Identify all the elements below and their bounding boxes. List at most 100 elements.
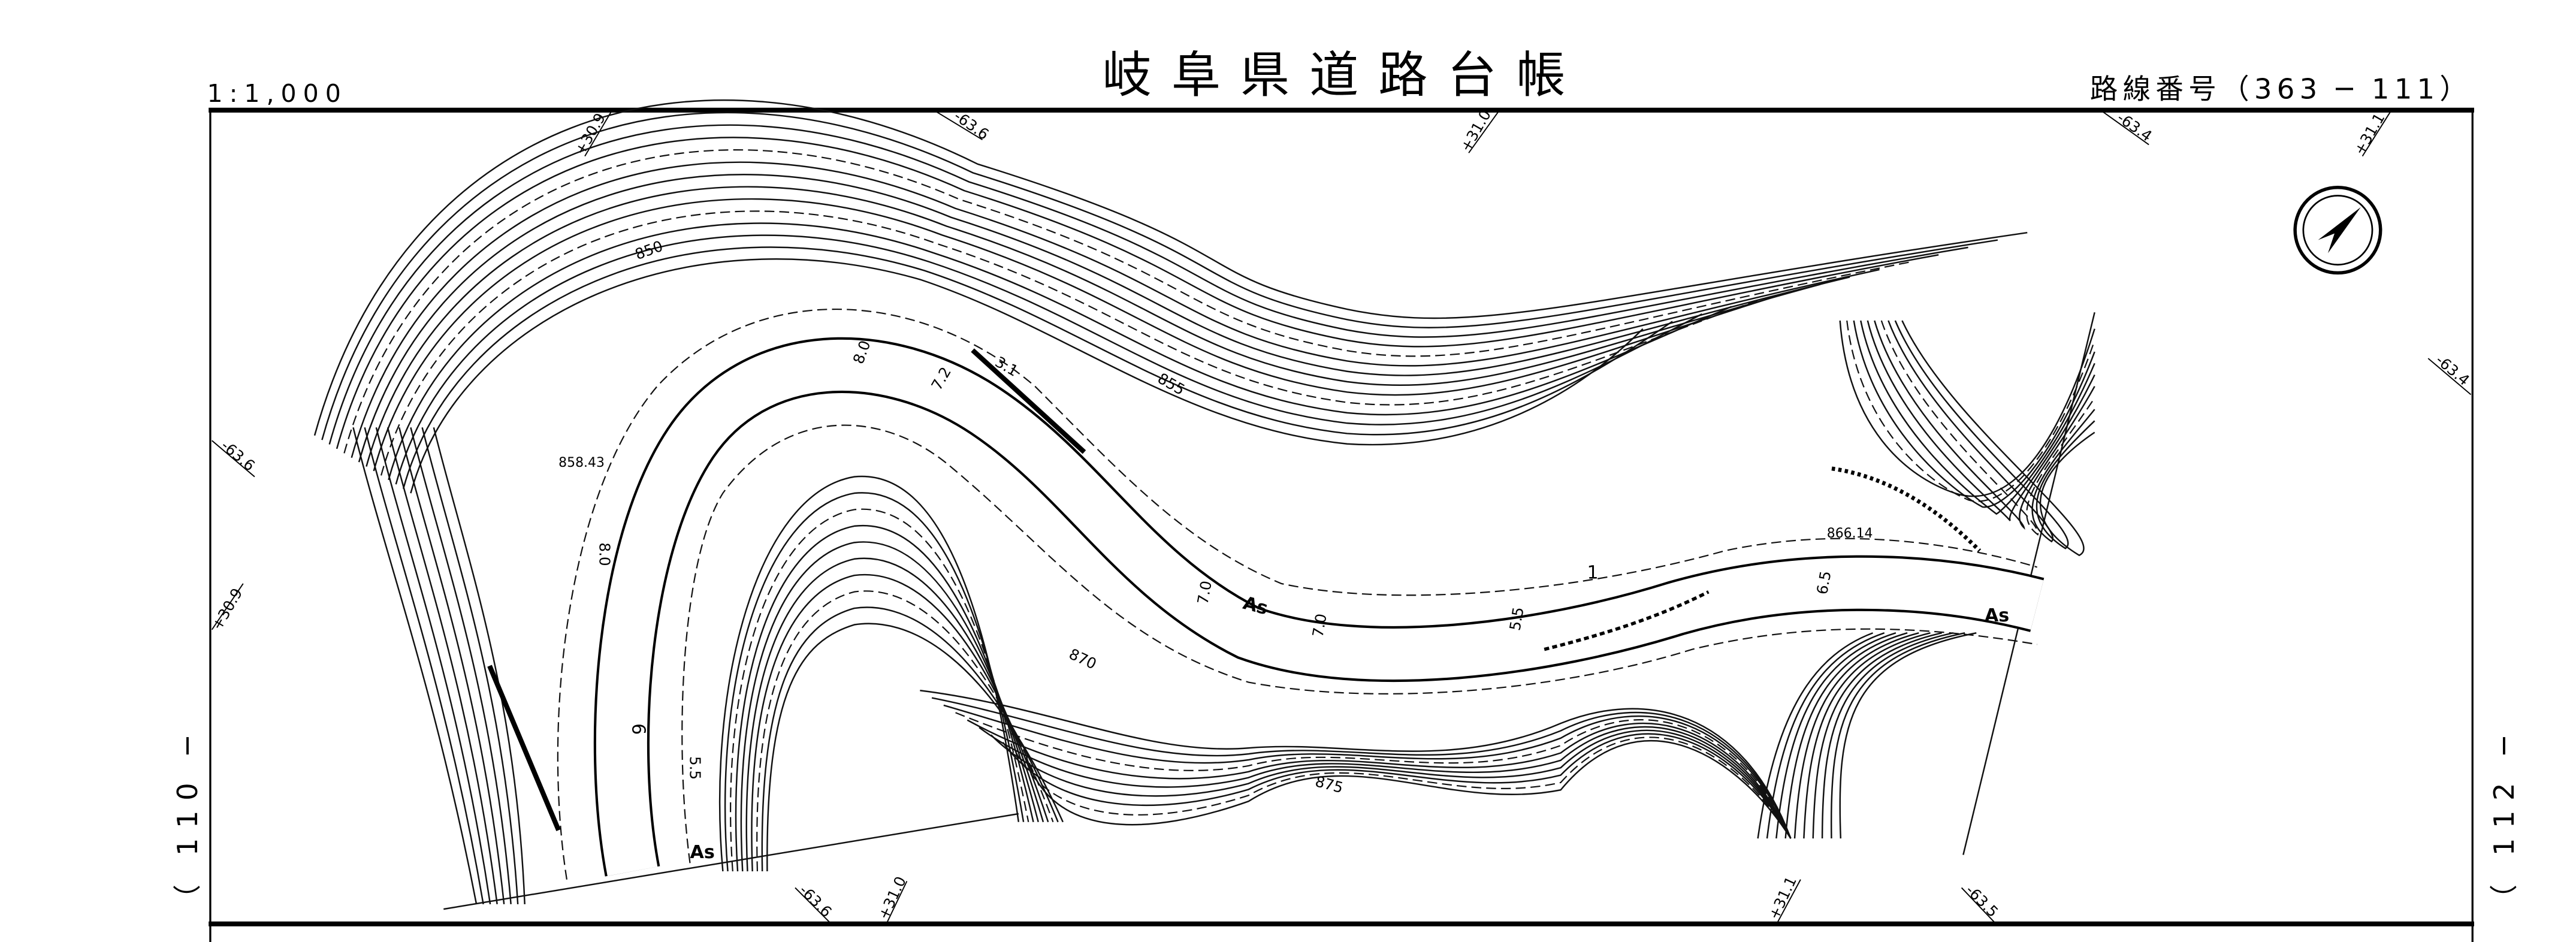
grid-tick: -63.4 — [2102, 108, 2155, 146]
road-width: 8.0 — [596, 542, 614, 566]
contour-line — [366, 186, 1821, 467]
grid-tick: +30.9 — [208, 583, 246, 633]
contour-line — [931, 697, 1792, 839]
contour-line — [1025, 740, 1792, 839]
contour-line — [1002, 733, 1792, 839]
road — [557, 309, 2045, 880]
contour-line — [718, 475, 1020, 872]
svg-text:+31.1: +31.1 — [1765, 874, 1800, 922]
contour-line — [380, 210, 1762, 476]
contour-line — [373, 198, 1791, 472]
adjacent-sheet-right: （ 112 ─ — [2488, 727, 2520, 913]
contour-line — [343, 149, 1910, 454]
contour-line — [1757, 632, 1873, 839]
spot-height: 866.14 — [1827, 526, 1873, 541]
road-width: 5.5 — [1506, 606, 1527, 632]
contour-line — [1014, 736, 1792, 839]
contour-line — [1853, 320, 2095, 508]
contour-line — [410, 427, 512, 905]
contour-line — [1839, 632, 1977, 839]
contour-line — [410, 258, 1644, 494]
contour-line — [740, 541, 1039, 872]
north-arrow-icon — [2293, 186, 2382, 275]
contour-line — [336, 137, 1939, 449]
contour-lines — [313, 99, 2095, 910]
svg-text:-63.4: -63.4 — [2114, 108, 2155, 144]
contour-line — [1846, 320, 2095, 502]
svg-text:-63.4: -63.4 — [2432, 351, 2473, 389]
road-boundary — [681, 424, 2037, 864]
grid-tick: +31.0 — [875, 874, 910, 923]
contour-line — [328, 124, 1968, 445]
road-width: 7.0 — [1194, 579, 1215, 606]
contour-line — [967, 719, 1792, 839]
grid-tick: +31.1 — [2351, 110, 2391, 158]
grid-tick: +31.1 — [1765, 874, 1801, 923]
contour-line — [386, 427, 498, 905]
contour-line — [979, 726, 1792, 839]
contour-line — [761, 606, 1059, 872]
contour-line — [735, 524, 1034, 872]
contour-line — [364, 427, 484, 905]
svg-text:-63.5: -63.5 — [1962, 881, 2002, 921]
svg-text:-63.6: -63.6 — [218, 437, 259, 475]
contour-line — [1803, 632, 1931, 839]
pavement-label: As — [690, 842, 715, 863]
contour-line — [351, 161, 1880, 458]
contour-line — [1793, 632, 1919, 839]
contour-line — [756, 590, 1054, 872]
station-label: 1 — [1587, 563, 1598, 584]
road-width: 3.1 — [992, 353, 1021, 380]
contour-line — [375, 427, 491, 905]
contour-line — [920, 690, 1792, 839]
map-title: 岐阜県道路台帳 — [1103, 47, 1586, 104]
scale-label: 1:1,000 — [207, 79, 347, 108]
svg-text:+30.9: +30.9 — [208, 585, 246, 633]
svg-text:+31.1: +31.1 — [2351, 110, 2388, 158]
contour-line — [313, 99, 2028, 436]
road-width: 6 — [628, 723, 649, 735]
contour-line — [1766, 632, 1885, 839]
map-labels: 850 855 870 875 858.43 866.14 As As As 8… — [558, 237, 2009, 863]
contour-line — [1830, 632, 1965, 839]
svg-text:+31.0: +31.0 — [875, 874, 910, 922]
contour-line — [730, 508, 1029, 872]
contour-line — [745, 557, 1044, 872]
contour-line — [766, 623, 1064, 872]
contour-line — [402, 246, 1673, 489]
contour-line — [433, 427, 526, 904]
spot-height: 858.43 — [558, 455, 605, 470]
contour-line — [395, 234, 1702, 485]
contour-line — [751, 573, 1049, 872]
contour-line — [1812, 632, 1942, 839]
retaining-walls — [487, 348, 1982, 832]
grid-tick: -63.4 — [2427, 351, 2473, 395]
contour-line — [321, 111, 1998, 440]
map-frame — [209, 107, 2475, 942]
contour-label: 855 — [1155, 370, 1188, 399]
contour-line — [352, 427, 478, 905]
svg-text:-63.6: -63.6 — [796, 881, 835, 921]
contour-line — [421, 427, 519, 904]
contour-line — [955, 712, 1792, 839]
road-width: 7.0 — [1309, 612, 1330, 639]
contour-line — [398, 427, 505, 905]
road-width: 5.5 — [687, 756, 704, 780]
contour-line — [443, 813, 1019, 910]
route-number: 路線番号（363 ─ 111） — [2090, 73, 2472, 105]
road-boundary — [557, 309, 2038, 880]
svg-text:+31.0: +31.0 — [1457, 107, 1494, 155]
contour-line — [1901, 320, 2095, 557]
grid-tick: -63.6 — [795, 881, 835, 923]
contour-line — [1775, 632, 1896, 839]
contour-line — [358, 174, 1850, 463]
pavement-label: As — [1985, 605, 2009, 626]
adjacent-sheet-left: （ 110 ─ — [171, 727, 204, 913]
contour-line — [1894, 320, 2095, 550]
contour-line — [1888, 320, 2095, 543]
grid-tick: -63.6 — [212, 437, 259, 478]
contour-line — [1784, 632, 1908, 839]
grid-tick: +31.0 — [1457, 107, 1499, 155]
contour-line — [724, 492, 1025, 872]
